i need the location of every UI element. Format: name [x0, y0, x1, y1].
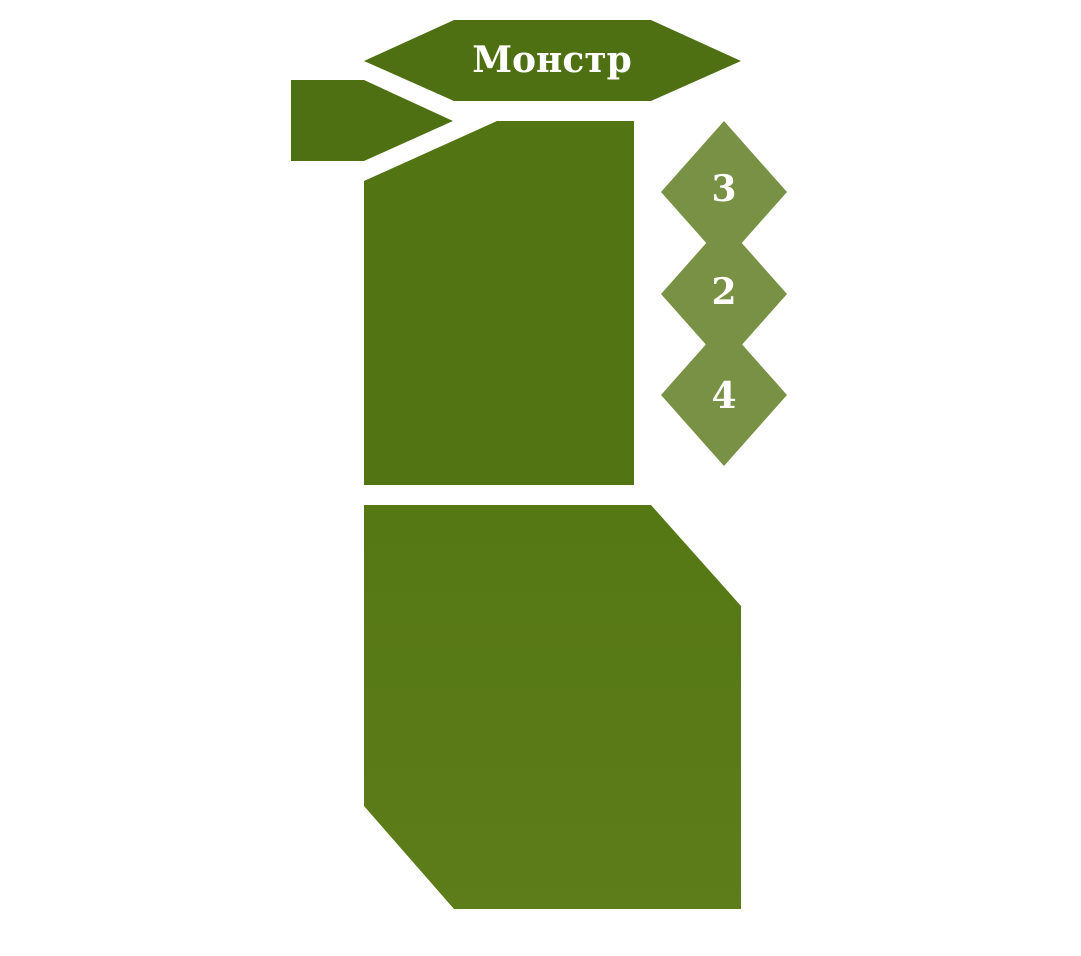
description-panel [364, 505, 741, 909]
title-banner: Монстр [364, 20, 741, 101]
stat-diamond-3-shape [661, 324, 787, 466]
stat-value-3: 4 [711, 375, 736, 417]
stat-value-1: 3 [711, 168, 736, 210]
stat-value-2: 2 [711, 271, 736, 313]
stat-diamond-1-shape [661, 121, 787, 263]
stat-diamond-1: 3 [661, 121, 787, 263]
title-banner-shape [364, 20, 741, 101]
stat-diamond-2-shape [661, 223, 787, 365]
card-title: Монстр [472, 39, 632, 81]
stat-diamond-2: 2 [661, 223, 787, 365]
stat-column: 3 2 4 [661, 121, 787, 466]
portrait-panel [364, 121, 634, 485]
side-tab [291, 80, 453, 161]
stat-diamond-3: 4 [661, 324, 787, 466]
